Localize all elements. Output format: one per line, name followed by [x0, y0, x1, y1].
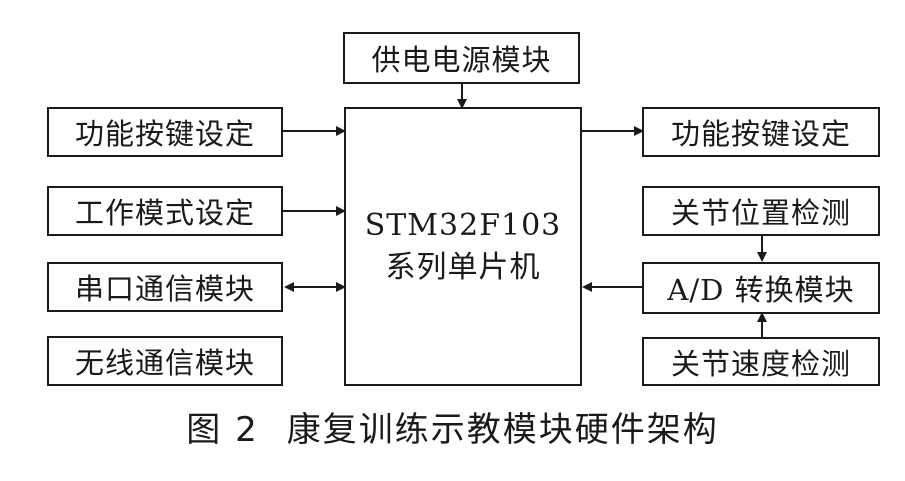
wireless-communication-module: 无线通信模块 — [47, 336, 283, 386]
figure-title: 康复训练示教模块硬件架构 — [286, 410, 719, 450]
power-supply-module: 供电电源模块 — [343, 32, 580, 84]
ad-conversion-module: A/D 转换模块 — [642, 262, 880, 314]
figure-number: 图 2 — [186, 410, 259, 450]
mcu-series-label: 系列单片机 — [385, 249, 541, 285]
mcu-model: STM32F103 — [364, 207, 562, 243]
work-mode-setting: 工作模式设定 — [47, 186, 283, 236]
function-key-setting-right: 功能按键设定 — [642, 107, 880, 157]
function-key-setting-left: 功能按键设定 — [47, 107, 283, 157]
stm32-mcu-block: STM32F103 系列单片机 — [344, 107, 582, 386]
figure-caption: 图 2 康复训练示教模块硬件架构 — [0, 402, 905, 451]
serial-communication-module: 串口通信模块 — [47, 262, 283, 312]
joint-position-detection: 关节位置检测 — [642, 186, 880, 236]
joint-speed-detection: 关节速度检测 — [642, 337, 880, 386]
